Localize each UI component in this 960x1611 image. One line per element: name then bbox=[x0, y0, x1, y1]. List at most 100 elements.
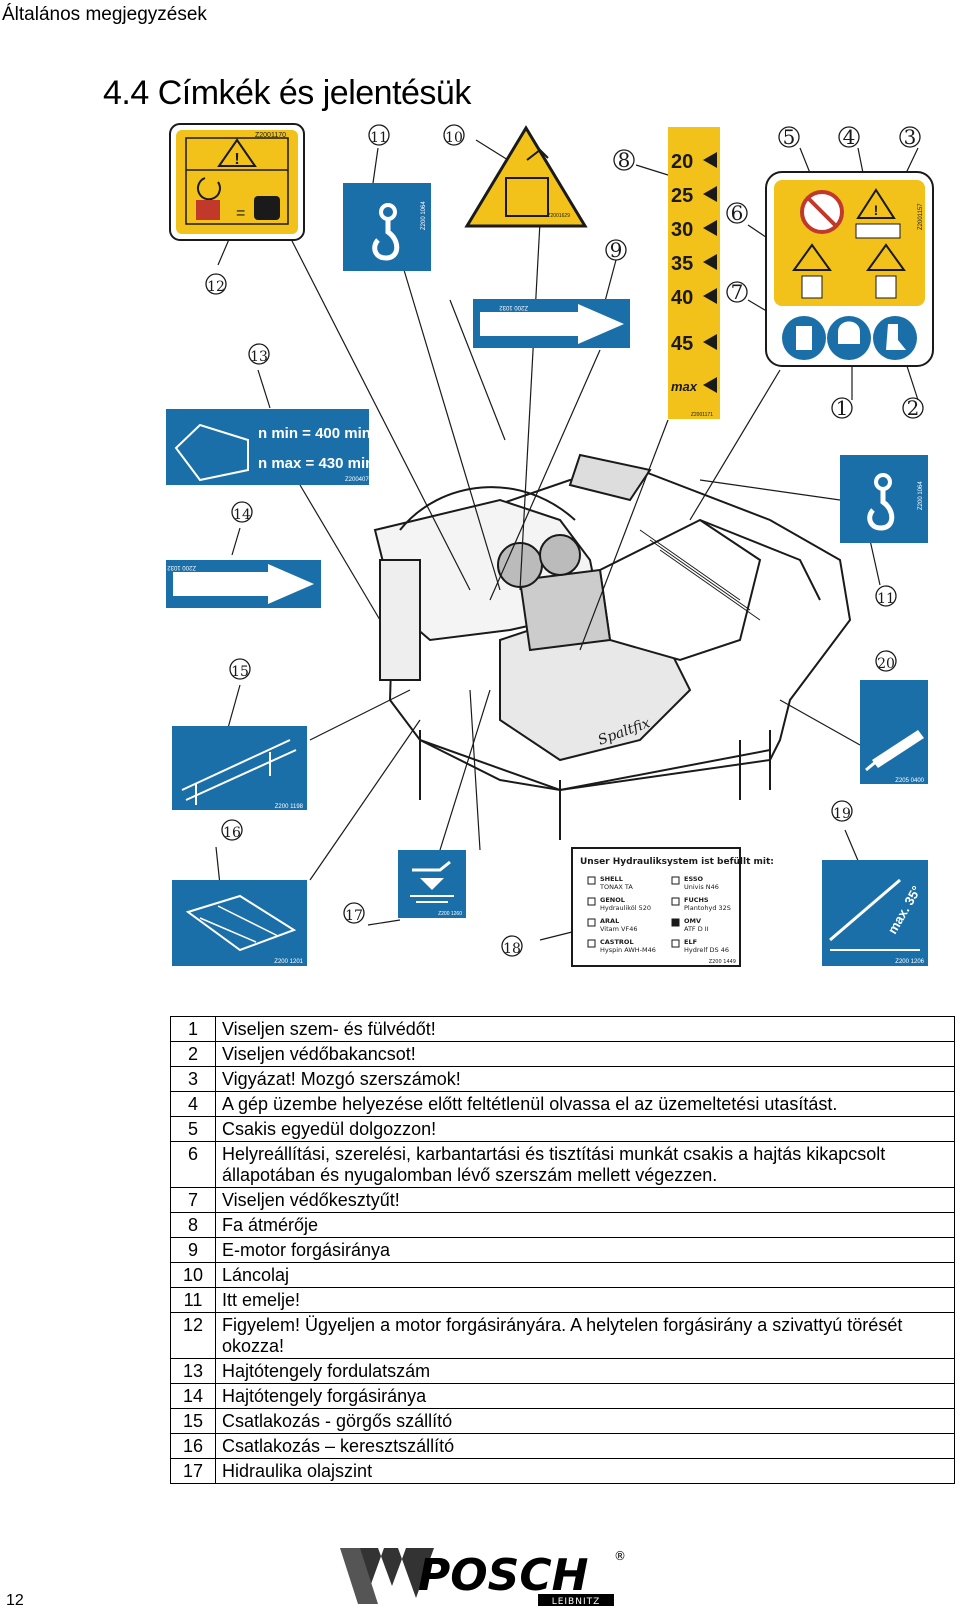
legend-text: Hidraulika olajszint bbox=[215, 1458, 955, 1484]
callout-20: 20 bbox=[877, 656, 895, 672]
legend-number: 4 bbox=[170, 1091, 216, 1117]
label-14-shaft-direction: Z200 1032 bbox=[166, 560, 321, 608]
label-code: Z2001171 bbox=[691, 412, 713, 418]
label-9-motor-direction: Z200 1032 bbox=[473, 299, 630, 348]
callout-4: 4 bbox=[843, 125, 856, 149]
label-20-grease: Z205 0400 bbox=[860, 680, 928, 784]
svg-text:!: ! bbox=[234, 151, 239, 168]
legend-number: 8 bbox=[170, 1212, 216, 1238]
legend-text: Csatlakozás - görgős szállító bbox=[215, 1408, 955, 1434]
callout-18: 18 bbox=[503, 941, 521, 957]
label-11a-lifting-point: Z200 1064 bbox=[343, 183, 431, 271]
label-code: Z200 1260 bbox=[438, 911, 462, 917]
label-code: Z200 1198 bbox=[275, 804, 304, 810]
running-header: Általános megjegyzések bbox=[2, 4, 207, 25]
callout-16: 16 bbox=[223, 825, 241, 841]
legend-number: 7 bbox=[170, 1187, 216, 1213]
oil-brand: ESSO bbox=[684, 875, 704, 883]
label-code: Z200 1032 bbox=[499, 304, 528, 310]
logo-subtext: LEIBNITZ bbox=[552, 1597, 601, 1607]
scale-35: 35 bbox=[671, 253, 693, 275]
oil-brand: GENOL bbox=[600, 896, 625, 904]
label-code: Z2001629 bbox=[547, 213, 570, 219]
callout-2: 2 bbox=[907, 396, 920, 420]
oil-brand: ARAL bbox=[600, 917, 619, 925]
label-15-roller-conveyor: Z200 1198 bbox=[172, 726, 307, 810]
label-code: Z200 1206 bbox=[895, 959, 924, 965]
oil-product: Univis N46 bbox=[684, 883, 719, 891]
legend-text: Helyreállítási, szerelési, karbantartási… bbox=[215, 1141, 955, 1188]
legend-number: 10 bbox=[170, 1262, 216, 1288]
oil-brand: FUCHS bbox=[684, 896, 709, 904]
labels-figure: Spaltfix bbox=[166, 123, 934, 967]
label-safety-1-7: ! Z2001157 bbox=[765, 171, 934, 367]
legend-text: Viseljen védőkesztyűt! bbox=[215, 1187, 955, 1213]
svg-text:!: ! bbox=[874, 202, 879, 218]
label-12-rotation-warning: ! = Z2001170 bbox=[169, 123, 305, 241]
callout-12: 12 bbox=[207, 279, 225, 295]
label-13-shaft-speed: n min = 400 min⁻¹ n max = 430 min⁻¹ Z200… bbox=[166, 409, 387, 485]
callout-10: 10 bbox=[445, 130, 463, 146]
legend-text: Csatlakozás – keresztszállító bbox=[215, 1433, 955, 1459]
legend-text: A gép üzembe helyezése előtt feltétlenül… bbox=[215, 1091, 955, 1117]
scale-30: 30 bbox=[671, 219, 693, 241]
label-10-chain-oil: Z2001629 bbox=[464, 125, 588, 228]
label-code: Z2004070 bbox=[345, 477, 373, 483]
oil-brand: OMV bbox=[684, 917, 701, 925]
legend-number: 5 bbox=[170, 1116, 216, 1142]
legend-number: 11 bbox=[170, 1287, 216, 1313]
label-code: Z200 1064 bbox=[421, 201, 427, 230]
legend-text: Láncolaj bbox=[215, 1262, 955, 1288]
oil-product: TONAX TA bbox=[599, 883, 633, 891]
label-code: Z205 0400 bbox=[895, 778, 924, 784]
legend-text: Vigyázat! Mozgó szerszámok! bbox=[215, 1066, 955, 1092]
callout-13: 13 bbox=[250, 349, 268, 365]
legend-number: 1 bbox=[170, 1016, 216, 1042]
label-code: Z200 1064 bbox=[918, 481, 924, 510]
legend-number: 12 bbox=[170, 1312, 216, 1359]
label-code: Z2001170 bbox=[255, 132, 286, 139]
machine-drawing: Spaltfix bbox=[373, 453, 852, 840]
callout-6: 6 bbox=[731, 201, 744, 225]
label-code: Z200 1449 bbox=[709, 959, 736, 965]
posch-logo: POSCH LEIBNITZ ® bbox=[322, 1548, 626, 1607]
legend-number: 6 bbox=[170, 1141, 216, 1188]
legend-text: Viseljen szem- és fülvédőt! bbox=[215, 1016, 955, 1042]
callout-11: 11 bbox=[370, 130, 388, 146]
oil-product: Plantohyd 32S bbox=[684, 904, 731, 912]
logo-text: POSCH bbox=[418, 1550, 588, 1601]
oil-product: Vitam VF46 bbox=[600, 925, 638, 933]
legend-number: 17 bbox=[170, 1458, 216, 1484]
scale-max: max bbox=[671, 379, 698, 394]
legend-number: 16 bbox=[170, 1433, 216, 1459]
legend-text: Hajtótengely forgásiránya bbox=[215, 1383, 955, 1409]
callout-14: 14 bbox=[233, 507, 251, 523]
oil-brand: ELF bbox=[684, 938, 697, 946]
legend-number: 15 bbox=[170, 1408, 216, 1434]
label-11b-lifting-point: Z200 1064 bbox=[840, 455, 928, 543]
callout-17: 17 bbox=[345, 908, 363, 924]
label-19-slope: max. 35° Z200 1206 bbox=[822, 860, 928, 966]
legend-number: 13 bbox=[170, 1358, 216, 1384]
callout-8: 8 bbox=[618, 148, 631, 172]
label-code: Z2001157 bbox=[918, 203, 924, 230]
oil-brand: SHELL bbox=[600, 875, 623, 883]
legend-text: Fa átmérője bbox=[215, 1212, 955, 1238]
legend-text: Hajtótengely fordulatszám bbox=[215, 1358, 955, 1384]
callout-5: 5 bbox=[783, 125, 796, 149]
scale-25: 25 bbox=[671, 185, 693, 207]
svg-text:=: = bbox=[236, 205, 245, 222]
speed-nmin: n min = 400 min⁻¹ bbox=[258, 425, 384, 442]
